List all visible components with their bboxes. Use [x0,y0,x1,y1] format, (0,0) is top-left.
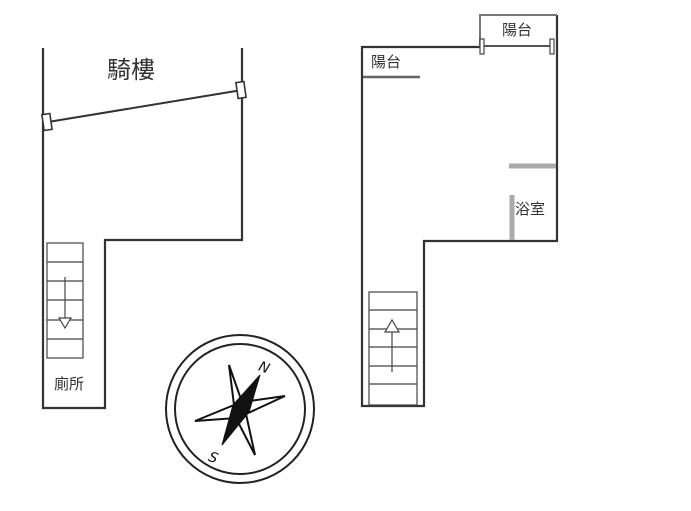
balcony-post-right [549,38,555,55]
compass-south-label: S [206,449,220,467]
arcade-post-right [235,80,247,100]
compass-needle-icon [221,374,261,446]
stairs-down [46,242,84,359]
upper-floor-walls [360,15,559,408]
compass-outer-ring [165,334,315,484]
balcony-top-label: 陽台 [502,21,532,39]
compass-inner-ring [174,343,306,475]
compass-rose: N S [165,334,315,484]
top-balcony-outline [479,14,557,47]
balcony-left-label: 陽台 [371,53,401,71]
balcony-post-left [479,38,485,55]
toilet-label: 廁所 [54,375,84,393]
bathroom-label: 浴室 [515,200,545,218]
arrow-up-icon [383,318,401,333]
stairs-up [368,291,418,406]
ground-floor-plan: 騎樓 廁所 [41,48,247,410]
ground-floor-walls [41,48,244,410]
arcade-boundary-line [47,89,243,123]
compass-north-label: N [256,359,272,378]
upper-floor-plan: 陽台 陽台 浴室 [360,14,559,408]
arrow-down-icon [57,317,73,330]
arcade-post-left [41,112,53,132]
arcade-label: 騎樓 [107,56,155,84]
